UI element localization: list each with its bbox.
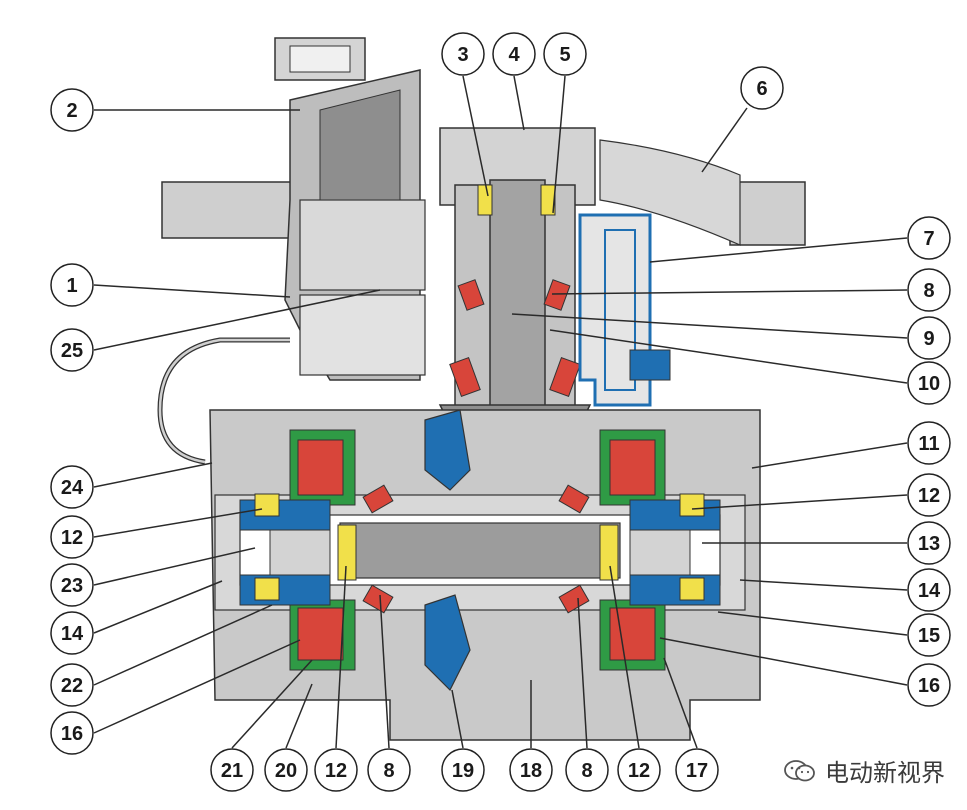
callout-13-label: 13: [918, 533, 940, 555]
callout-8-bottom-left: 8: [367, 748, 411, 792]
callout-21: 21: [210, 748, 254, 792]
callout-11-label: 11: [918, 433, 939, 455]
callout-16-right-label: 16: [918, 675, 940, 697]
callout-6-label: 6: [756, 78, 767, 100]
callout-13: 13: [907, 521, 951, 565]
watermark: 电动新视界: [783, 753, 945, 788]
callout-17-label: 17: [686, 760, 708, 782]
callout-16-left-label: 16: [61, 723, 83, 745]
callout-8-bottom-right: 8: [565, 748, 609, 792]
callout-3-label: 3: [457, 44, 468, 66]
callout-9-label: 9: [923, 328, 934, 350]
wechat-icon: [784, 759, 815, 781]
callout-18: 18: [509, 748, 553, 792]
callout-20-label: 20: [275, 760, 297, 782]
leader-lines: [93, 75, 908, 749]
callout-4: 4: [492, 32, 536, 76]
callout-12-bottom-right: 12: [617, 748, 661, 792]
callout-23-label: 23: [61, 575, 83, 597]
watermark-text: 电动新视界: [825, 759, 945, 787]
callout-16-left: 16: [50, 711, 94, 755]
callout-7-label: 7: [923, 228, 934, 250]
callout-12-left: 12: [50, 515, 94, 559]
callout-17: 17: [675, 748, 719, 792]
callout-14-right-label: 14: [918, 580, 941, 602]
callout-15-label: 15: [918, 625, 940, 647]
callout-14-left-label: 14: [61, 623, 84, 645]
callout-1-label: 1: [66, 275, 77, 297]
callout-12-bottom-right-label: 12: [628, 760, 650, 782]
left-clutch-pack: [239, 429, 357, 671]
sensor-module: [578, 213, 671, 407]
callout-12-bottom-left-label: 12: [325, 760, 347, 782]
callout-22: 22: [50, 663, 94, 707]
callout-2-label: 2: [66, 100, 77, 122]
callout-2: 2: [50, 88, 94, 132]
callout-16-right: 16: [907, 663, 951, 707]
callout-22-label: 22: [61, 675, 83, 697]
callout-18-label: 18: [520, 760, 542, 782]
callout-4-label: 4: [508, 44, 520, 66]
callout-12-right: 12: [907, 473, 951, 517]
callout-10: 10: [907, 361, 951, 405]
callout-3: 3: [441, 32, 485, 76]
callout-23: 23: [50, 563, 94, 607]
callout-6: 6: [740, 66, 784, 110]
callout-14-left: 14: [50, 611, 94, 655]
actuator-housing: [274, 37, 426, 381]
callout-5: 5: [543, 32, 587, 76]
callout-8-bottom-right-label: 8: [581, 760, 592, 782]
callout-19-label: 19: [452, 760, 474, 782]
callout-12-bottom-left: 12: [314, 748, 358, 792]
callout-15: 15: [907, 613, 951, 657]
callout-20: 20: [264, 748, 308, 792]
callout-24-label: 24: [61, 477, 84, 499]
callout-25-label: 25: [61, 340, 83, 362]
ring-gear: [424, 409, 471, 692]
callout-14-right: 14: [907, 568, 951, 612]
callout-12-right-label: 12: [918, 485, 940, 507]
callout-8-bottom-left-label: 8: [383, 760, 394, 782]
right-clutch-pack: [599, 429, 721, 671]
callout-8-right: 8: [907, 268, 951, 312]
callout-8-right-label: 8: [923, 280, 934, 302]
callout-24: 24: [50, 465, 94, 509]
callout-9: 9: [907, 316, 951, 360]
callout-1: 1: [50, 263, 94, 307]
callouts: 1 2 3 4 5 6 7 8 9 10 11 12 13 14 15 16 2…: [50, 32, 951, 792]
callout-21-label: 21: [221, 760, 243, 782]
callout-25: 25: [50, 328, 94, 372]
callout-12-left-label: 12: [61, 527, 83, 549]
callout-7: 7: [907, 216, 951, 260]
callout-11: 11: [907, 421, 951, 465]
callout-19: 19: [441, 748, 485, 792]
callout-10-label: 10: [918, 373, 940, 395]
differential-bearings: [362, 484, 590, 614]
callout-5-label: 5: [559, 44, 570, 66]
cable-harness: [157, 337, 290, 465]
